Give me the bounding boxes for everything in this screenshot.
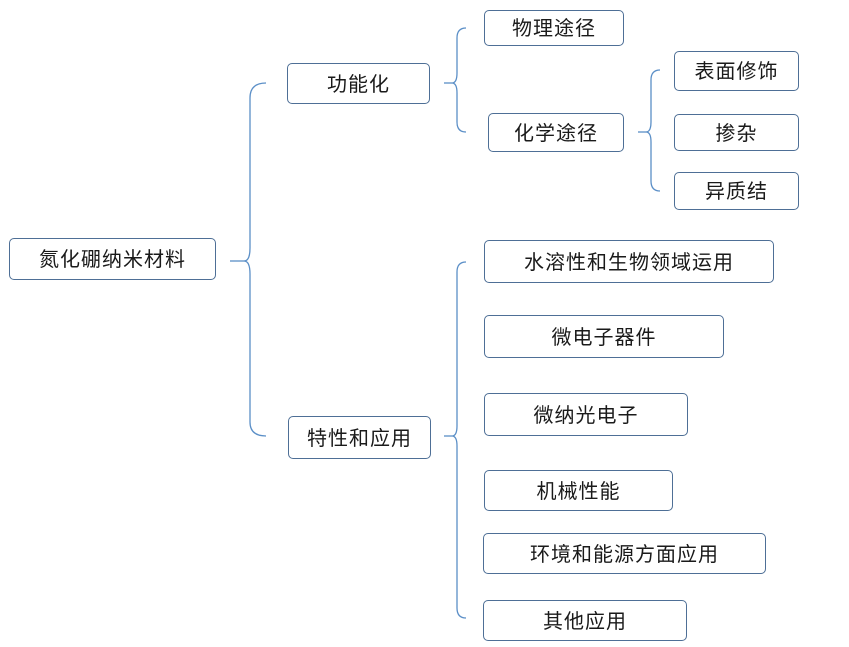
microelectronics-node: 微电子器件 <box>484 315 724 358</box>
environment-energy-node: 环境和能源方面应用 <box>483 533 766 574</box>
connector-properties-bracket <box>451 261 467 619</box>
doping-node: 掺杂 <box>674 114 799 151</box>
surface-modification-node: 表面修饰 <box>674 51 799 91</box>
functionalization-node: 功能化 <box>287 63 430 104</box>
chemical-route-node: 化学途径 <box>488 113 624 152</box>
mechanical-properties-node: 机械性能 <box>484 470 673 511</box>
properties-applications-node: 特性和应用 <box>288 416 431 459</box>
physical-route-node: 物理途径 <box>484 10 624 46</box>
heterojunction-node: 异质结 <box>674 172 799 210</box>
connector-functionalization-bracket <box>451 27 467 133</box>
connector-root-bracket <box>243 82 267 437</box>
micro-nano-optoelectronics-node: 微纳光电子 <box>484 393 688 436</box>
other-applications-node: 其他应用 <box>483 600 687 641</box>
bio-application-node: 水溶性和生物领域运用 <box>484 240 774 283</box>
root-node: 氮化硼纳米材料 <box>9 238 216 280</box>
connector-chemical-bracket <box>645 69 661 192</box>
